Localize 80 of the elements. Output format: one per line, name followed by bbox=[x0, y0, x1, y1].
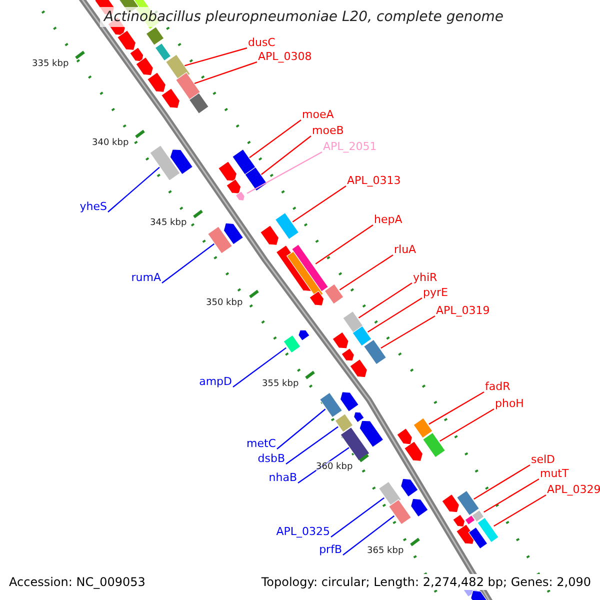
accession-note: Accession: NC_009053 bbox=[9, 574, 146, 590]
gene-block bbox=[477, 517, 499, 543]
leader-line bbox=[342, 515, 395, 556]
position-label: 345 kbp bbox=[150, 217, 187, 229]
gene-block bbox=[340, 426, 370, 462]
gene-block bbox=[232, 148, 256, 176]
gene-block bbox=[283, 334, 301, 354]
leader-line bbox=[249, 120, 302, 158]
leader-line bbox=[286, 426, 338, 464]
position-label: 360 kbp bbox=[316, 461, 353, 473]
gene-block bbox=[274, 212, 300, 240]
gene-block bbox=[324, 284, 344, 304]
gene-label: nhaB bbox=[268, 470, 297, 486]
gene-label: rumA bbox=[131, 270, 161, 286]
gene-block bbox=[207, 226, 233, 254]
leader-line bbox=[380, 315, 436, 349]
gene-label: rluA bbox=[394, 242, 416, 258]
position-label: 365 kbp bbox=[367, 545, 404, 557]
gene-block bbox=[334, 413, 354, 433]
gene-label: pyrE bbox=[423, 285, 448, 301]
gene-label: dsbB bbox=[258, 451, 285, 467]
genome-summary: Topology: circular; Length: 2,274,482 bp; Genes: 2,090 bbox=[261, 574, 591, 590]
gene-block bbox=[413, 418, 433, 438]
leader-line bbox=[194, 61, 258, 84]
gene-label: fadR bbox=[485, 379, 510, 395]
gene-label: mutT bbox=[540, 466, 569, 482]
gene-label: APL_0313 bbox=[347, 173, 401, 189]
gene-block bbox=[244, 166, 268, 192]
gene-block bbox=[456, 490, 480, 516]
gene-block bbox=[291, 244, 329, 292]
gene-label: APL_0319 bbox=[436, 303, 490, 319]
leader-line bbox=[367, 298, 422, 333]
gene-label: yheS bbox=[80, 199, 107, 215]
gene-label: hepA bbox=[374, 212, 402, 228]
leader-line bbox=[484, 478, 540, 513]
gene-block bbox=[342, 310, 364, 334]
gene-block bbox=[378, 481, 402, 507]
gene-label: metC bbox=[246, 436, 276, 452]
gene-block bbox=[235, 190, 246, 201]
gene-label: ampD bbox=[199, 374, 232, 390]
gene-label: APL_2051 bbox=[323, 139, 377, 155]
gene-label: moeA bbox=[302, 107, 334, 123]
gene-label: APL_0325 bbox=[276, 524, 330, 540]
gene-label: prfB bbox=[319, 542, 342, 558]
leader-line bbox=[232, 347, 286, 388]
gene-block bbox=[352, 326, 372, 346]
position-label: 350 kbp bbox=[206, 297, 243, 309]
leader-line bbox=[474, 464, 530, 500]
gene-label: APL_0329 bbox=[547, 482, 600, 498]
gene-label: APL_0308 bbox=[258, 49, 312, 65]
leader-line bbox=[108, 166, 160, 212]
leader-line bbox=[298, 447, 350, 484]
gene-label: yhiR bbox=[413, 270, 438, 286]
gene-block bbox=[175, 72, 201, 100]
leader-line bbox=[339, 254, 394, 290]
leader-line bbox=[162, 243, 215, 284]
gene-block bbox=[363, 339, 387, 365]
leader-line bbox=[315, 224, 374, 264]
gene-block bbox=[422, 432, 446, 458]
gene-block bbox=[388, 499, 412, 525]
gene-label: dusC bbox=[248, 35, 276, 51]
gene-label: selD bbox=[531, 452, 556, 468]
leader-line bbox=[261, 136, 312, 175]
position-label: 335 kbp bbox=[32, 58, 69, 70]
position-label: 340 kbp bbox=[92, 137, 129, 149]
leader-line bbox=[428, 391, 484, 425]
gene-block bbox=[150, 144, 180, 182]
gene-label: phoH bbox=[495, 396, 524, 412]
gene-block bbox=[472, 510, 484, 522]
leader-line bbox=[440, 408, 494, 442]
gene-label: moeB bbox=[312, 123, 344, 139]
leader-line bbox=[330, 497, 384, 538]
leader-line bbox=[184, 47, 248, 66]
leader-line bbox=[292, 186, 346, 222]
position-label: 355 kbp bbox=[262, 378, 299, 390]
leader-line bbox=[494, 494, 546, 527]
leader-line bbox=[276, 408, 326, 450]
leader-line bbox=[246, 151, 322, 194]
gene-block bbox=[319, 392, 343, 418]
leader-line bbox=[358, 282, 412, 318]
